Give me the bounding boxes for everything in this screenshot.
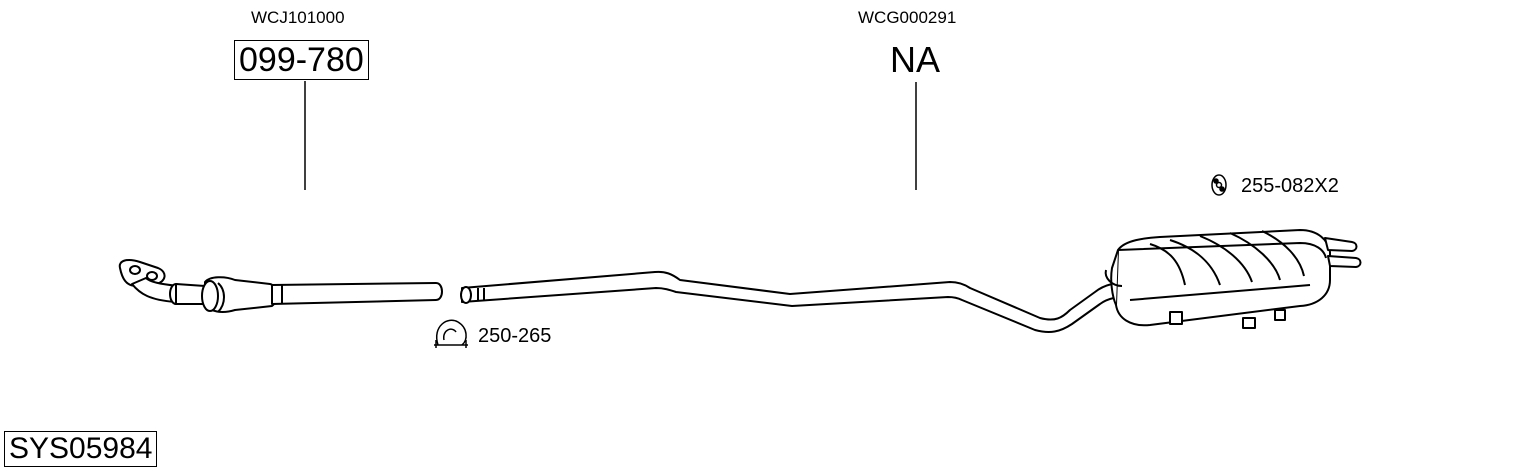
rubber-mount-icon (1211, 174, 1227, 196)
front-pipe-catalyst[interactable] (118, 259, 443, 313)
accessory-label-clamp[interactable]: 250-265 (478, 325, 552, 347)
part-number-front[interactable]: 099-780 (234, 40, 369, 80)
oe-number-front: WCJ101000 (251, 8, 345, 27)
rear-pipe-silencer[interactable] (460, 229, 1362, 333)
accessory-label-mount[interactable]: 255-082X2 (1241, 175, 1339, 197)
system-number: SYS05984 (4, 431, 158, 467)
clamp-icon (434, 319, 468, 348)
part-number-rear[interactable]: NA (890, 39, 941, 80)
oe-number-rear: WCG000291 (858, 8, 957, 27)
